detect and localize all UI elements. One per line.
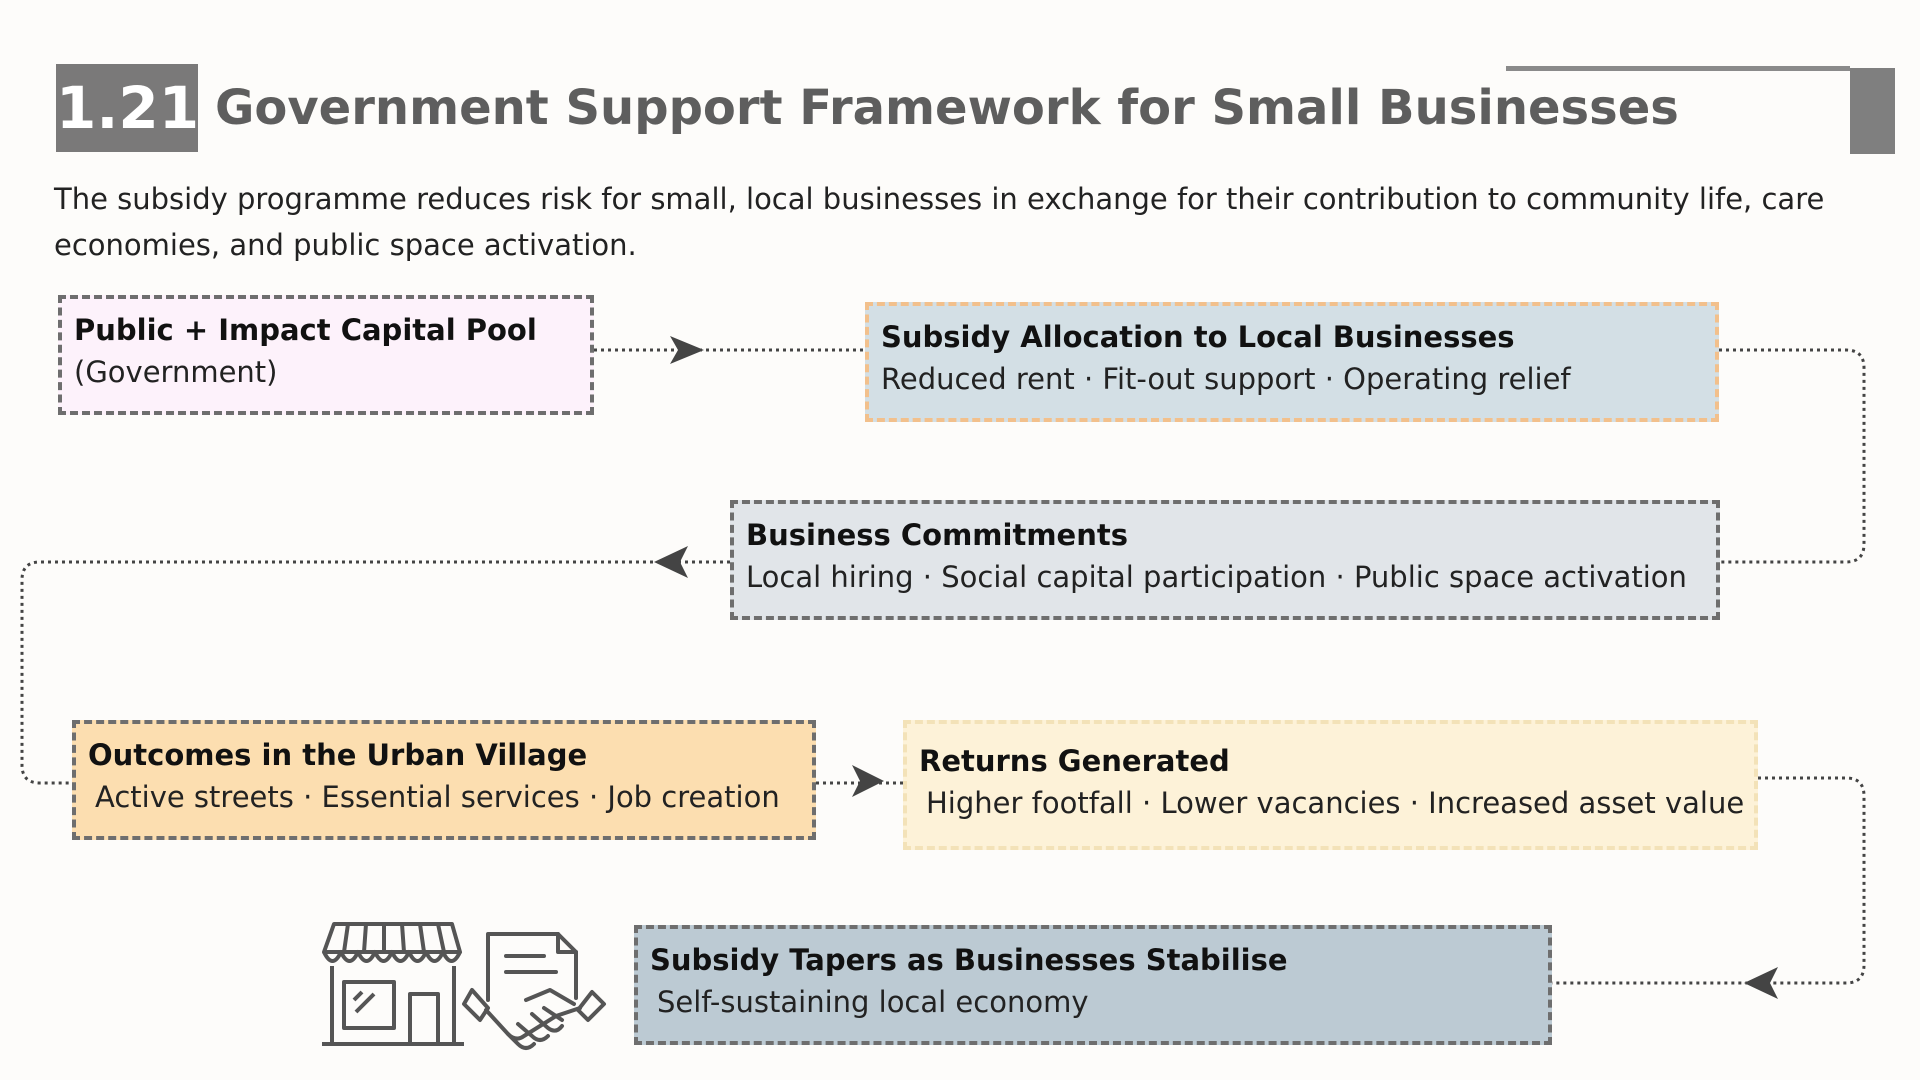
node-subsidy-allocation: Subsidy Allocation to Local Businesses R… xyxy=(865,302,1719,422)
node-urban-village-outcomes-desc: Active streets · Essential services · Jo… xyxy=(95,780,780,814)
node-subsidy-allocation-desc: Reduced rent · Fit-out support · Operati… xyxy=(881,362,1571,396)
handshake-agreement-icon xyxy=(462,932,606,1050)
node-capital-pool: Public + Impact Capital Pool (Government… xyxy=(58,295,594,415)
arrowhead-left-2 xyxy=(1744,967,1778,999)
node-subsidy-tapers: Subsidy Tapers as Businesses Stabilise S… xyxy=(634,925,1552,1045)
arrowhead-right-1 xyxy=(670,336,704,364)
node-returns-generated-title: Returns Generated xyxy=(919,744,1230,778)
connector-subsidy-to-commitments xyxy=(1719,348,1866,564)
node-subsidy-tapers-title: Subsidy Tapers as Businesses Stabilise xyxy=(650,943,1288,977)
section-number: 1.21 xyxy=(56,64,199,152)
node-subsidy-tapers-desc: Self-sustaining local economy xyxy=(657,985,1089,1019)
storefront-icon xyxy=(322,922,464,1046)
page-subtitle: The subsidy programme reduces risk for s… xyxy=(54,182,1825,262)
node-subsidy-allocation-title: Subsidy Allocation to Local Businesses xyxy=(881,320,1515,354)
node-returns-generated-desc: Higher footfall · Lower vacancies · Incr… xyxy=(926,786,1745,820)
node-capital-pool-title: Public + Impact Capital Pool xyxy=(74,313,537,347)
node-business-commitments-title: Business Commitments xyxy=(746,518,1128,552)
node-returns-generated: Returns Generated Higher footfall · Lowe… xyxy=(903,720,1758,850)
arrowhead-right-2 xyxy=(852,765,884,797)
node-urban-village-outcomes: Outcomes in the Urban Village Active str… xyxy=(72,720,816,840)
header-rule xyxy=(1506,66,1850,71)
page-title: Government Support Framework for Small B… xyxy=(215,80,1679,136)
node-business-commitments-desc: Local hiring · Social capital participat… xyxy=(746,560,1687,594)
node-urban-village-outcomes-title: Outcomes in the Urban Village xyxy=(88,738,588,772)
arrowhead-left-1 xyxy=(654,546,688,578)
node-business-commitments: Business Commitments Local hiring · Soci… xyxy=(730,500,1720,620)
header-corner-block xyxy=(1850,68,1895,154)
node-capital-pool-desc: (Government) xyxy=(74,355,278,389)
connector-commitments-to-outcomes xyxy=(20,560,730,785)
